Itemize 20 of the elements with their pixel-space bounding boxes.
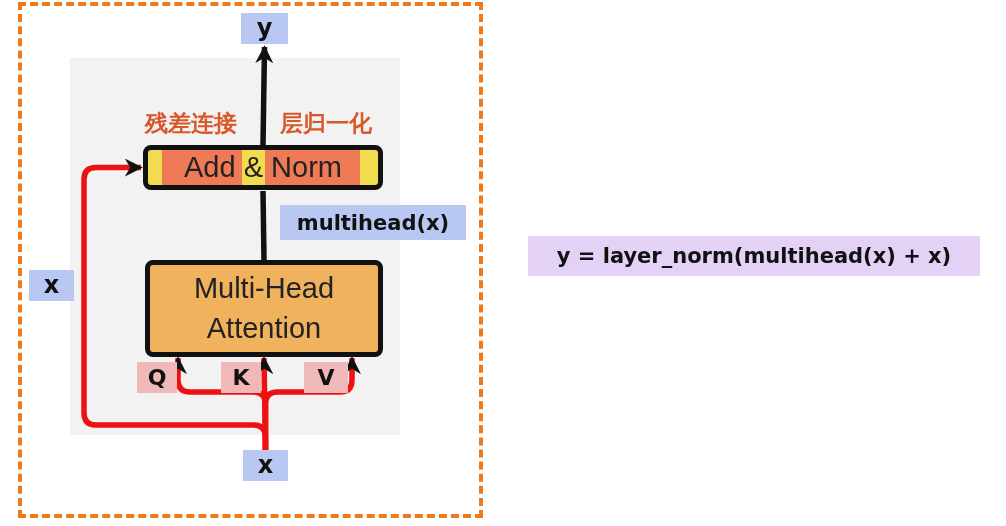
dashed-frame [18, 2, 483, 518]
residual-label-box [29, 270, 74, 301]
edge-label: Q [137, 362, 177, 393]
annotation-text: 层归一化 [279, 108, 373, 138]
arrow [255, 45, 274, 146]
arrow [262, 356, 361, 450]
node-label: x [43, 272, 60, 299]
node-label: y [256, 15, 273, 42]
attention-box [145, 260, 383, 357]
input-box [243, 450, 288, 481]
formula-text: y = layer_norm(multihead(x) + x) [528, 236, 980, 276]
edge-label: multihead(x) [280, 205, 466, 240]
node-label: Multi-Head Attention [192, 271, 336, 346]
node-label: Add & Norm [184, 151, 342, 184]
output-box [241, 13, 288, 44]
node-label: x [257, 452, 274, 479]
add-norm-box [143, 145, 383, 190]
annotation-text: 残差连接 [143, 108, 238, 138]
edge-label: K [221, 362, 261, 393]
edge-label: V [304, 362, 348, 393]
